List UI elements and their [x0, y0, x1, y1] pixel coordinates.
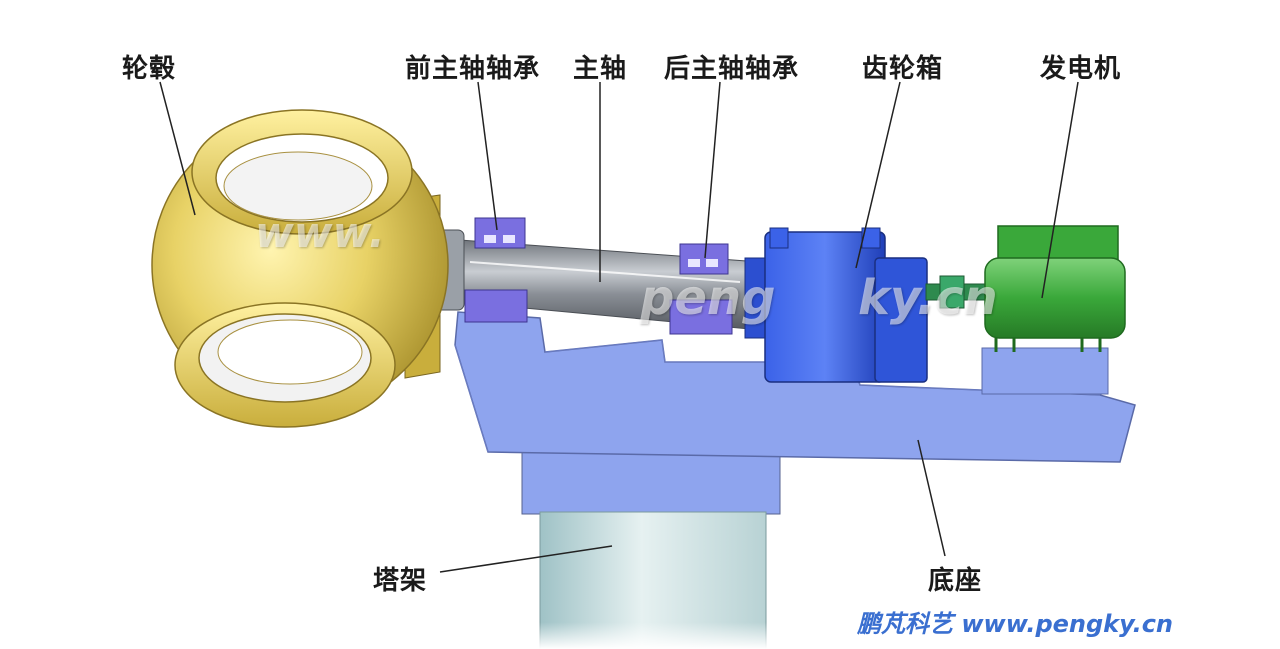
gearbox — [744, 227, 928, 383]
label-tower: 塔架 — [373, 566, 428, 596]
label-rear-bearing: 后主轴轴承 — [664, 54, 800, 84]
label-gearbox: 齿轮箱 — [862, 54, 944, 84]
watermark-right: ky.cn — [858, 270, 998, 326]
credit-name: 鹏芃科艺 — [857, 610, 953, 638]
base-platform — [454, 311, 1136, 463]
leader-lines — [159, 81, 1079, 573]
label-base: 底座 — [928, 566, 983, 596]
watermark-mid: peng — [640, 270, 776, 326]
credit-url: www.pengky.cn — [961, 610, 1174, 638]
credit-line: 鹏芃科艺 www.pengky.cn — [857, 604, 1173, 639]
label-main-shaft: 主轴 — [573, 54, 628, 84]
tower — [521, 451, 781, 649]
rear-bearing — [669, 243, 733, 335]
coupling — [925, 275, 997, 309]
watermark-left: www. — [255, 208, 385, 257]
label-front-bearing: 前主轴轴承 — [405, 54, 541, 84]
label-hub: 轮毂 — [122, 54, 177, 84]
label-generator: 发电机 — [1040, 54, 1122, 84]
hub — [151, 109, 449, 428]
front-bearing — [464, 217, 528, 323]
generator — [981, 225, 1126, 395]
